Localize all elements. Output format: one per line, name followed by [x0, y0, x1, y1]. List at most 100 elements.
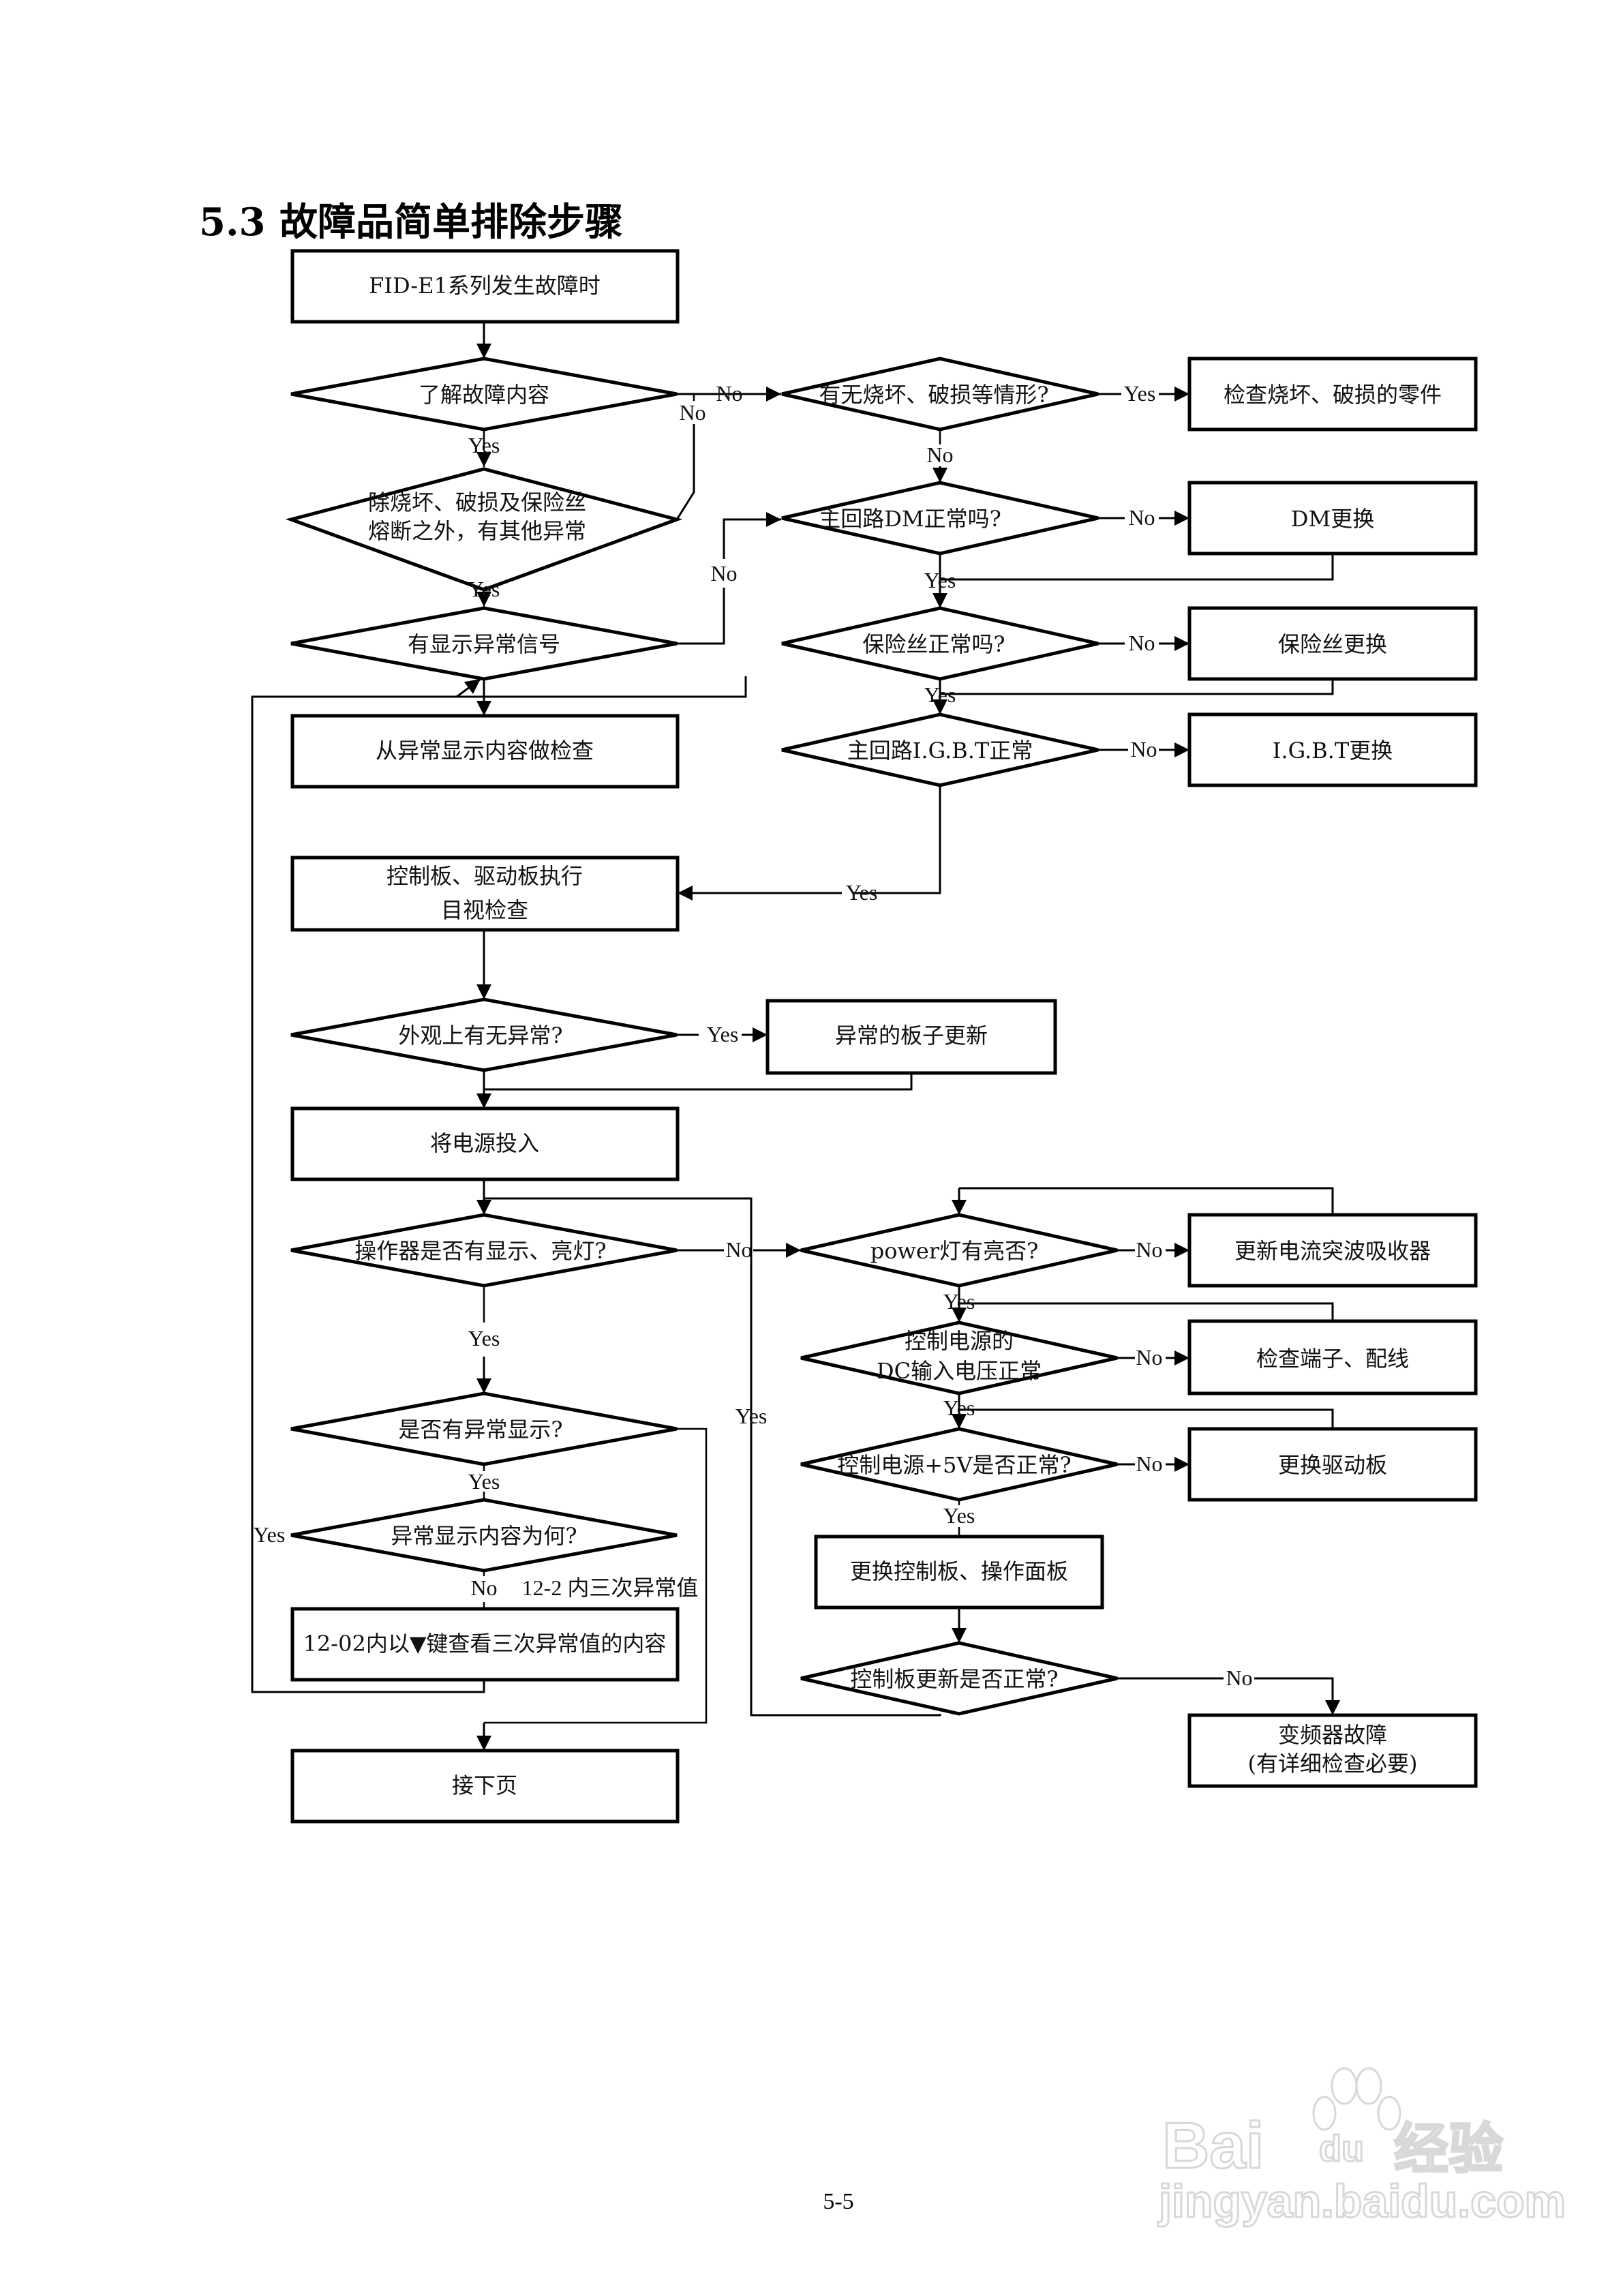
svg-text:更换控制板、操作面板: 更换控制板、操作面板	[850, 1558, 1068, 1584]
svg-text:从异常显示内容做检查: 从异常显示内容做检查	[376, 738, 594, 764]
label-yes: Yes	[468, 577, 500, 601]
label-yes: Yes	[735, 1404, 768, 1428]
node-next-page: 接下页	[290, 1749, 680, 1824]
line-abnormal-no	[484, 1428, 708, 1724]
node-replace-driver: 更换驱动板	[1187, 1427, 1478, 1502]
line-driver-return	[959, 1408, 1334, 1429]
label-no: No	[1136, 1345, 1162, 1370]
svg-text:DM更换: DM更换	[1291, 506, 1374, 532]
label-yes: Yes	[943, 1289, 975, 1314]
label-no: No	[716, 381, 742, 406]
svg-text:异常显示内容为何?: 异常显示内容为何?	[391, 1523, 577, 1549]
baidu-watermark: Bai du 经验 jingyan.baidu.com	[1157, 2067, 1566, 2229]
section-number: 5.3	[199, 200, 265, 245]
decision-power-led: power灯有亮否?	[800, 1213, 1118, 1288]
watermark-brand: Bai	[1162, 2109, 1264, 2182]
svg-text:保险丝正常吗?: 保险丝正常吗?	[862, 631, 1005, 657]
svg-text:外观上有无异常?: 外观上有无异常?	[398, 1023, 562, 1048]
node-replace-board: 异常的板子更新	[765, 999, 1057, 1075]
svg-text:power灯有亮否?: power灯有亮否?	[870, 1238, 1039, 1264]
decision-operator: 操作器是否有显示、亮灯?	[290, 1213, 678, 1288]
label-yes: Yes	[468, 433, 500, 457]
arrow-q3-no	[723, 512, 781, 559]
node-replace-dm: DM更换	[1187, 481, 1478, 556]
label-yes: Yes	[943, 1395, 975, 1420]
label-yes: Yes	[254, 1522, 286, 1547]
decision-signal: 有显示异常信号	[290, 606, 678, 681]
decision-5v: 控制电源+5V是否正常?	[800, 1427, 1118, 1502]
svg-text:将电源投入: 将电源投入	[430, 1130, 539, 1156]
svg-text:除烧坏、破损及保险丝: 除烧坏、破损及保险丝	[368, 489, 586, 515]
svg-text:检查烧坏、破损的零件: 检查烧坏、破损的零件	[1224, 382, 1442, 408]
svg-text:控制板、驱动板执行: 控制板、驱动板执行	[386, 863, 583, 889]
node-visual-check: 控制板、驱动板执行 目视检查	[290, 856, 680, 932]
label-yes: Yes	[707, 1022, 739, 1046]
svg-text:主回路DM正常吗?: 主回路DM正常吗?	[819, 506, 1001, 532]
node-replace-fuse: 保险丝更换	[1187, 606, 1478, 681]
decision-understand: 了解故障内容	[290, 357, 678, 432]
label-no: No	[710, 561, 737, 586]
label-yes: Yes	[468, 1469, 500, 1494]
svg-text:保险丝更换: 保险丝更换	[1278, 631, 1387, 657]
label-yes: Yes	[846, 880, 878, 905]
decision-igbt: 主回路I.G.B.T正常	[781, 712, 1099, 787]
node-check-terminal: 检查端子、配线	[1187, 1319, 1478, 1395]
node-power-on: 将电源投入	[290, 1106, 680, 1181]
svg-text:检查端子、配线: 检查端子、配线	[1256, 1346, 1409, 1372]
node-replace-igbt: I.G.B.T更换	[1187, 712, 1478, 787]
node-check-burn: 检查烧坏、破损的零件	[1187, 357, 1478, 432]
label-yes: Yes	[943, 1503, 975, 1528]
svg-text:是否有异常显示?: 是否有异常显示?	[398, 1417, 562, 1442]
svg-text:(有详细检查必要): (有详细检查必要)	[1248, 1751, 1418, 1777]
page-number: 5-5	[823, 2189, 853, 2214]
svg-text:更新电流突波吸收器: 更新电流突波吸收器	[1234, 1238, 1431, 1264]
svg-text:接下页: 接下页	[452, 1772, 517, 1798]
svg-text:熔断之外，有其他异常: 熔断之外，有其他异常	[368, 518, 586, 544]
label-no: No	[725, 1237, 752, 1262]
line-q3-no-lower	[677, 588, 725, 645]
line-operator-yes-loop	[484, 1197, 941, 1717]
svg-text:目视检查: 目视检查	[441, 897, 528, 923]
label-no: No	[1136, 1451, 1162, 1476]
label-yes: Yes	[468, 1326, 500, 1350]
decision-other-abnormal: 除烧坏、破损及保险丝 熔断之外，有其他异常	[285, 467, 683, 592]
line-terminal-return	[959, 1302, 1334, 1321]
decision-control-ok: 控制板更新是否正常?	[800, 1641, 1118, 1716]
connectors-right	[932, 387, 1340, 1715]
node-start: FID-E1系列发生故障时	[290, 249, 680, 324]
line-surge-return	[959, 1187, 1334, 1215]
note-12-2: 12-2 内三次异常值	[522, 1575, 699, 1600]
edge-labels: No No Yes Yes No Yes No No Yes No Yes No…	[254, 381, 1253, 1690]
svg-text:I.G.B.T更换: I.G.B.T更换	[1273, 738, 1393, 764]
svg-text:有显示异常信号: 有显示异常信号	[408, 631, 560, 657]
label-no: No	[1136, 1237, 1162, 1262]
label-no: No	[926, 442, 953, 467]
label-no: No	[1226, 1665, 1252, 1690]
svg-text:控制电源+5V是否正常?: 控制电源+5V是否正常?	[837, 1452, 1071, 1478]
watermark-paw-text: du	[1319, 2128, 1364, 2169]
label-yes: Yes	[1124, 381, 1156, 406]
decision-fuse: 保险丝正常吗?	[781, 606, 1099, 681]
label-no: No	[470, 1575, 497, 1600]
label-no: No	[1128, 631, 1155, 655]
node-replace-surge: 更新电流突波吸收器	[1187, 1213, 1478, 1288]
decision-abnormal-display: 是否有异常显示?	[290, 1391, 678, 1466]
svg-text:有无烧坏、破损等情形?: 有无烧坏、破损等情形?	[819, 382, 1048, 408]
line-igbt-yes	[852, 785, 941, 894]
node-inverter-fault: 变频器故障 (有详细检查必要)	[1187, 1713, 1478, 1788]
svg-text:控制板更新是否正常?: 控制板更新是否正常?	[850, 1666, 1058, 1692]
line-left-loop	[251, 676, 747, 1693]
decision-display-content: 异常显示内容为何?	[290, 1498, 678, 1573]
line-board-return	[484, 1073, 913, 1091]
svg-text:DC输入电压正常: DC输入电压正常	[877, 1358, 1042, 1384]
decision-dm: 主回路DM正常吗?	[781, 481, 1099, 556]
svg-text:变频器故障: 变频器故障	[1278, 1722, 1387, 1748]
label-yes: Yes	[924, 682, 956, 707]
svg-text:控制电源的: 控制电源的	[905, 1328, 1014, 1354]
section-title: 故障品简单排除步骤	[279, 200, 623, 245]
svg-text:主回路I.G.B.T正常: 主回路I.G.B.T正常	[847, 738, 1033, 764]
svg-text:12-02内以▼键查看三次异常值的内容: 12-02内以▼键查看三次异常值的内容	[303, 1631, 667, 1657]
node-check-display: 从异常显示内容做检查	[290, 714, 680, 789]
connectors	[251, 322, 941, 1751]
